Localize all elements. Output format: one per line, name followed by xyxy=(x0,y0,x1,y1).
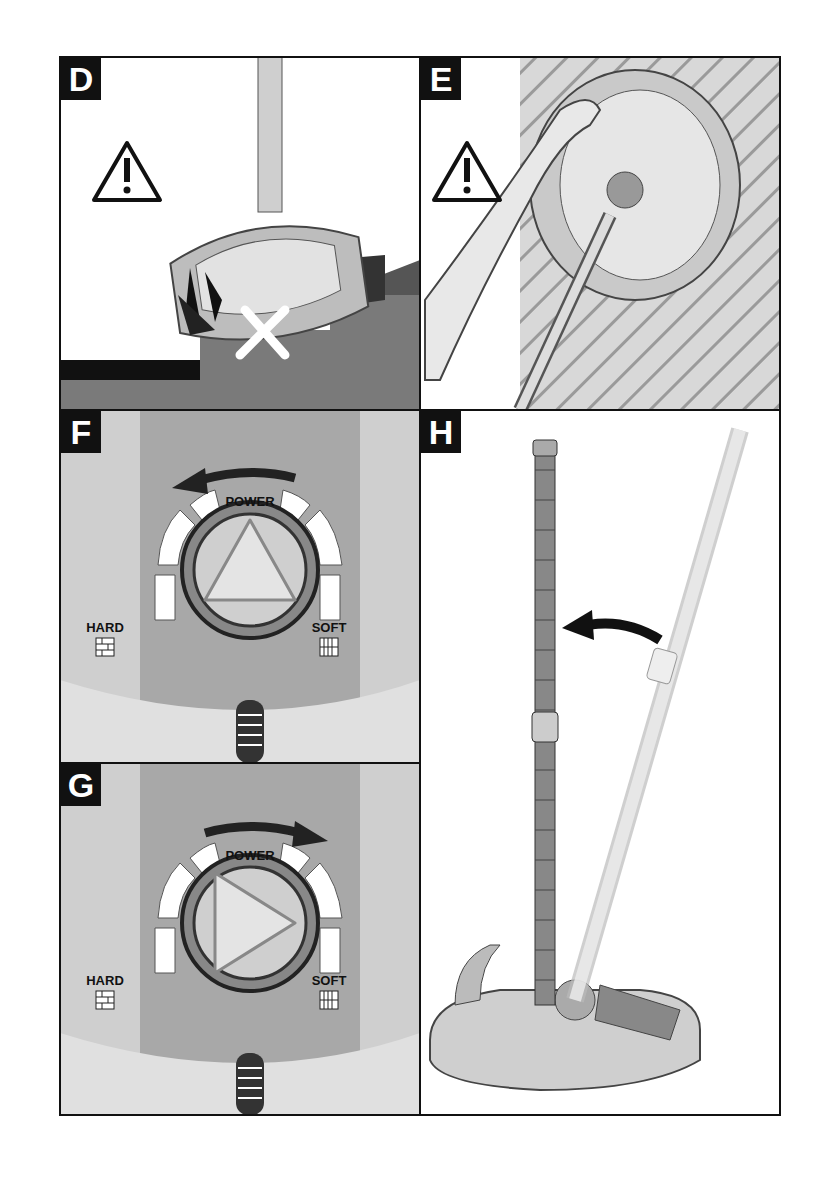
panel-letter: D xyxy=(61,58,101,100)
panel-letter-text: H xyxy=(429,415,454,449)
panel-letter: G xyxy=(61,764,101,806)
panel-letter-text: E xyxy=(430,62,453,96)
panel-letter: H xyxy=(421,411,461,453)
dial-label: SOFT xyxy=(312,621,347,634)
panel-letter: F xyxy=(61,411,101,453)
dial-label: HARD xyxy=(86,974,124,987)
panel-letter-text: F xyxy=(71,415,92,449)
dial-label: POWER xyxy=(225,849,274,862)
dial-label: SOFT xyxy=(312,974,347,987)
panel-letter-text: G xyxy=(68,768,94,802)
panel-letter: E xyxy=(421,58,461,100)
panel-letter-text: D xyxy=(69,62,94,96)
dial-label: HARD xyxy=(86,621,124,634)
dial-label: POWER xyxy=(225,495,274,508)
